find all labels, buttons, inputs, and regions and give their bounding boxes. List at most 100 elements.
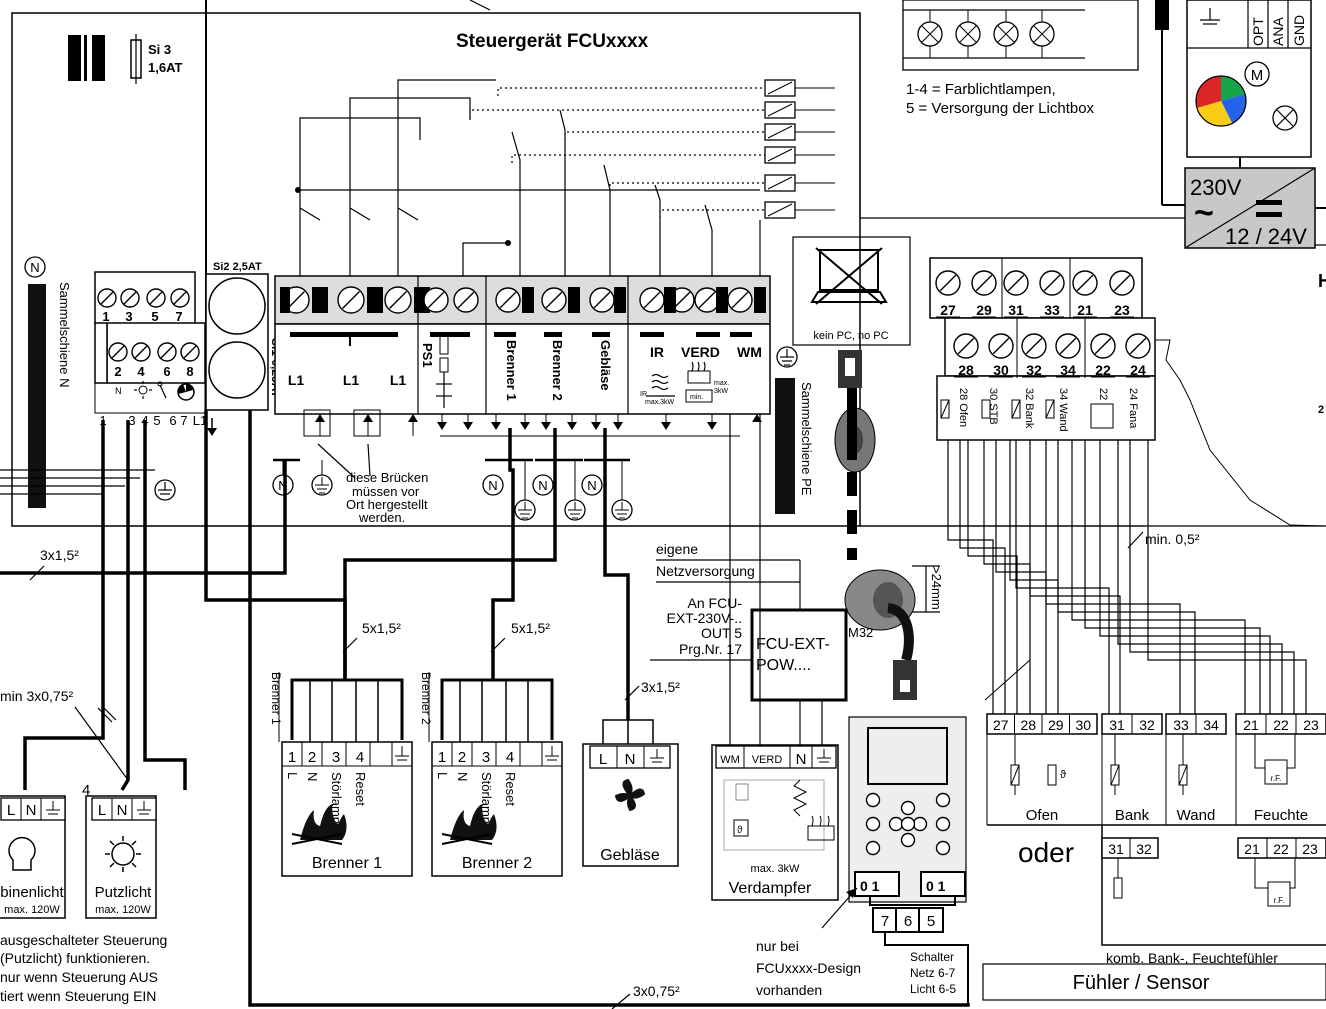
left-terminal-screw (157, 342, 177, 362)
fuse3-rating: 1,6AT (148, 60, 182, 75)
sensor-pin: 27 (993, 717, 1009, 733)
svg-text:werden.: werden. (358, 510, 405, 525)
terminal-geblaese: Gebläse (598, 340, 613, 391)
panel-button (935, 840, 951, 856)
panel-switch-right: 0 1 (926, 878, 946, 894)
panel-button (935, 792, 951, 808)
svg-text:(Putzlicht) funktionieren.: (Putzlicht) funktionieren. (0, 950, 150, 966)
fire-icon (450, 804, 497, 840)
no-pc-icon: kein PC, no PC (792, 236, 911, 346)
sensor-terminal-number: 23 (1114, 302, 1130, 318)
svg-text:31: 31 (1108, 841, 1124, 857)
sensor-terminal-number: 29 (976, 302, 992, 318)
sensor-pin: 30 (1075, 717, 1091, 733)
panel-button (888, 816, 904, 832)
edge-2: 2 (1318, 404, 1324, 416)
cable-5x15-a: 5x1,5² (362, 620, 401, 636)
fuse3-label: Si 3 (148, 42, 171, 57)
panel-button (900, 816, 916, 832)
plug-icon (1155, 0, 1169, 205)
sensor-pin: 21 (1243, 717, 1259, 733)
svg-text:Reset: Reset (503, 772, 518, 806)
busbar-n: N Sammelschiene N (24, 256, 72, 508)
neutral-symbol: N (581, 474, 603, 496)
panel-button (865, 816, 881, 832)
panel-pin-5: 5 (927, 913, 935, 930)
svg-text:Reset: Reset (353, 772, 368, 806)
controller-title: Steuergerät FCUxxxx (456, 31, 649, 52)
sensor-vertical-label: 24 Fana (1127, 388, 1139, 429)
sensor-name: Wand (1177, 807, 1216, 824)
svg-text:N: N (538, 478, 547, 493)
svg-text:Schalter: Schalter (910, 950, 954, 964)
strip-screw (423, 287, 449, 313)
terminal-ir: IR (650, 344, 664, 360)
svg-text:N: N (26, 802, 37, 819)
sensor-name: Ofen (1026, 807, 1059, 824)
verd-max: max. (714, 380, 729, 387)
panel-pin-6: 6 (904, 913, 912, 930)
pin-gnd: GND (1291, 15, 1307, 46)
bridge-note: diese Brücken müssen vor Ort hergestellt… (317, 443, 428, 525)
svg-text:Netz 6-7: Netz 6-7 (910, 966, 956, 980)
busbar-n-label: Sammelschiene N (57, 282, 72, 388)
busbar-pe: Sammelschiene PE (775, 346, 814, 514)
svg-text:21: 21 (1244, 841, 1260, 857)
earth-icon (311, 474, 333, 496)
edge-h: H (1318, 271, 1326, 291)
svg-text:r.F.: r.F. (1271, 774, 1282, 783)
l1-screw (337, 286, 365, 314)
wiring: 3x1,5² min 3x0,75² 5x1,5² 5x1,5² 3x1,5² … (0, 410, 1200, 1009)
strip-screw (541, 287, 567, 313)
sensor-terminal-number: 30 (993, 362, 1009, 378)
supply-note: 5 = Versorgung der Lichtbox (906, 100, 1095, 117)
svg-text:Ort hergestellt: Ort hergestellt (346, 497, 428, 512)
sensor-terminal-number: 28 (958, 362, 974, 378)
pin-opt: OPT (1250, 17, 1266, 46)
svg-text:N: N (625, 751, 636, 768)
svg-text:L: L (7, 802, 15, 819)
panel-button (935, 816, 951, 832)
sensor-vertical-label: 30 STB (987, 388, 999, 425)
device-max: max. 120W (4, 904, 60, 916)
svg-text:Licht 6-5: Licht 6-5 (910, 982, 956, 996)
sensor-screw (1055, 333, 1081, 359)
main-terminal-strip: L1 L1 L1 PS1 Brenner 1 Brenner 2 Gebläse… (274, 275, 771, 437)
sensor-pin: 22 (1273, 717, 1289, 733)
lightbox-controller: OPT ANA GND M (1186, 0, 1312, 158)
svg-text:1: 1 (438, 749, 446, 766)
sensor-footer: Fühler / Sensor (1073, 972, 1210, 994)
cable-min-05: min. 0,5² (1145, 531, 1200, 547)
sun-icon (134, 381, 152, 399)
bulb-icon (111, 842, 135, 866)
color-wheel-icon (1195, 75, 1247, 127)
ir-tag: IR (640, 391, 647, 398)
connector-cable: >24mm M32 (834, 350, 944, 700)
panel-button (900, 832, 916, 848)
panel-button (865, 840, 881, 856)
heater-icon (646, 373, 675, 397)
controller-housing (11, 12, 861, 527)
sensor-screw (971, 270, 997, 296)
panel-switch-left: 0 1 (860, 878, 880, 894)
fcu-ext: eigene Netzversorgung An FCU- EXT-230V-.… (650, 414, 848, 745)
m32-label: M32 (848, 625, 873, 640)
svg-text:eigene: eigene (656, 541, 698, 557)
terminal-l1-b: L1 (343, 372, 360, 388)
svg-text:L: L (98, 802, 106, 819)
terminal-wm: WM (737, 344, 762, 360)
sensor-pin: 23 (1303, 717, 1319, 733)
panel-button (865, 792, 881, 808)
svg-text:22: 22 (1273, 841, 1289, 857)
earth-icon (564, 499, 586, 521)
device-name: Gebläse (600, 847, 660, 864)
left-terminal-screw (170, 288, 190, 308)
sensor-screw (1039, 270, 1065, 296)
sensor-screw (1090, 333, 1116, 359)
